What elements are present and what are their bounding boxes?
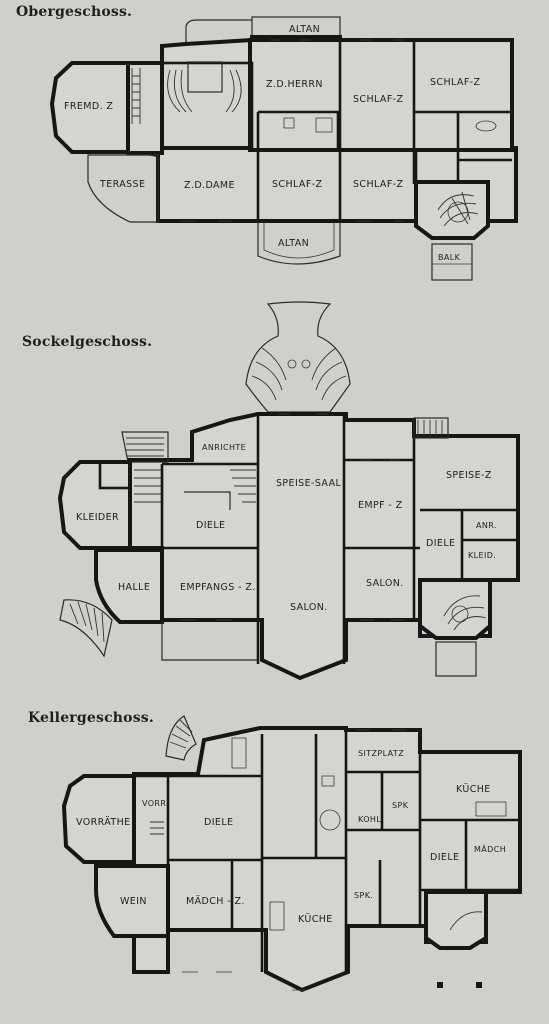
terasse-outline [87, 154, 159, 223]
room-schlaf-z-1: SCHLAF-Z [353, 94, 404, 105]
sockel-stair-tower [418, 578, 492, 640]
room-zd-herrn: Z.D.HERRN [266, 79, 323, 90]
keller-stair-tower [424, 890, 488, 950]
kellergeschoss-plan: SITZPLATZ KÜCHE VORRÄTHE VORR DIELE KOHL… [61, 715, 522, 993]
vorraethe-bay [61, 774, 136, 864]
sockelgeschoss-plan: ANRICHTE SPEISE-SAAL SPEISE-Z KLEIDER DI… [57, 301, 520, 681]
room-speise-z: SPEISE-Z [446, 470, 492, 481]
room-schlaf-z-3: SCHLAF-Z [272, 179, 323, 190]
terrace-stair [245, 301, 351, 413]
room-kleid: KLEID. [468, 551, 496, 560]
room-halle: HALLE [118, 582, 150, 593]
room-empf-z: EMPF - Z [358, 500, 403, 511]
room-diele-right-keller: DIELE [430, 852, 459, 863]
room-schlaf-z-4: SCHLAF-Z [353, 179, 404, 190]
room-zd-dame: Z.D.DAME [184, 180, 235, 191]
room-anrichte: ANRICHTE [202, 443, 246, 452]
room-kueche-right: KÜCHE [456, 784, 491, 795]
room-altan-bottom: ALTAN [278, 238, 309, 249]
room-maedch-z: MÄDCH - Z. [186, 896, 245, 907]
obergeschoss-plan: ALTAN FREMD. Z Z.D.HERRN SCHLAF-Z SCHLAF… [49, 16, 518, 281]
kellergeschoss-title: Kellergeschoss. [28, 710, 154, 726]
room-anr: ANR. [476, 521, 497, 530]
altan-bottom-outline [257, 222, 341, 265]
room-diele-left-keller: DIELE [204, 817, 233, 828]
room-speise-saal: SPEISE-SAAL [276, 478, 341, 489]
room-spk-bottom: SPK. [354, 891, 373, 900]
room-kleider: KLEIDER [76, 512, 119, 523]
room-diele-left: DIELE [196, 520, 225, 531]
room-empfangs-z: EMPFANGS - Z. [180, 582, 256, 593]
room-terasse: TERASSE [99, 179, 145, 190]
room-spk-top: SPK [392, 801, 409, 810]
room-diele-right: DIELE [426, 538, 455, 549]
kleider-bay [57, 460, 132, 550]
obergeschoss-title: Obergeschoss. [16, 4, 133, 20]
balk-outline [431, 243, 473, 281]
room-kohl: KOHL [358, 815, 381, 824]
room-salon-right: SALON. [366, 578, 404, 589]
room-balk: BALK [438, 253, 461, 262]
room-wein: WEIN [120, 896, 147, 907]
halle-area [94, 548, 164, 624]
stair-tower [414, 180, 490, 240]
room-kueche-center: KÜCHE [298, 914, 333, 925]
room-schlaf-z-2: SCHLAF-Z [430, 77, 481, 88]
sockelgeschoss-title: Sockelgeschoss. [22, 334, 153, 350]
room-salon-center: SALON. [290, 602, 328, 613]
room-altan-top: ALTAN [289, 24, 320, 35]
room-fremd-z: FREMD. Z [64, 101, 113, 112]
room-vorraethe: VORRÄTHE [76, 817, 131, 828]
room-vorr: VORR [142, 799, 166, 808]
wein-area [94, 864, 170, 938]
room-maedch-right: MÄDCH [474, 844, 506, 854]
room-sitzplatz: SITZPLATZ [358, 749, 404, 758]
